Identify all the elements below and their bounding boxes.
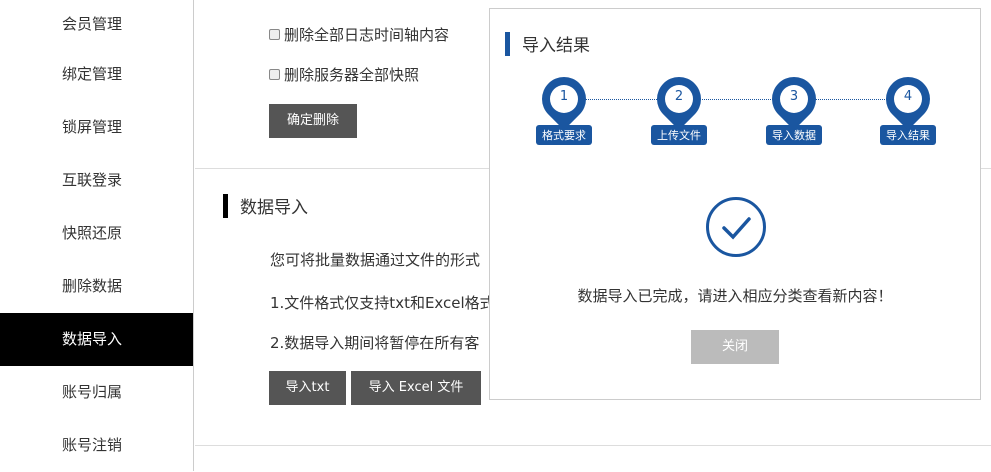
progress-steps: 1 格式要求 2 上传文件 3 导入数据 4 导入结果 <box>490 67 982 147</box>
step-label: 导入结果 <box>880 125 936 145</box>
import-rule-1: 1.文件格式仅支持txt和Excel格式 <box>270 294 495 312</box>
result-message: 数据导入已完成，请进入相应分类查看新内容！ <box>577 287 893 305</box>
delete-snapshots-checkbox[interactable]: 删除服务器全部快照 <box>269 64 419 85</box>
close-button[interactable]: 关闭 <box>691 330 779 364</box>
delete-timeline-checkbox[interactable]: 删除全部日志时间轴内容 <box>269 24 449 45</box>
divider <box>195 445 991 446</box>
sidebar-item-snapshot-restore[interactable]: 快照还原 <box>62 224 123 242</box>
import-rule-2: 2.数据导入期间将暂停在所有客 <box>270 334 480 352</box>
sidebar-item-connect-login[interactable]: 互联登录 <box>62 171 123 189</box>
step-3: 3 导入数据 <box>759 67 829 145</box>
step-connector <box>565 99 907 100</box>
sidebar-item-binding[interactable]: 绑定管理 <box>62 65 123 83</box>
step-2: 2 上传文件 <box>644 67 714 145</box>
dialog-title: 导入结果 <box>505 31 590 56</box>
title-accent-bar <box>223 193 228 218</box>
title-accent-bar <box>505 31 510 56</box>
step-4: 4 导入结果 <box>873 67 943 145</box>
sidebar-item-account-owner[interactable]: 账号归属 <box>62 383 123 401</box>
section-title: 数据导入 <box>223 193 308 218</box>
import-excel-button[interactable]: 导入 Excel 文件 <box>351 371 481 405</box>
sidebar: 会员管理 绑定管理 锁屏管理 互联登录 快照还原 删除数据 数据导入 账号归属 … <box>0 0 194 471</box>
step-number: 2 <box>674 89 684 104</box>
checkbox-label: 删除全部日志时间轴内容 <box>284 26 450 44</box>
import-description: 您可将批量数据通过文件的形式 <box>270 251 481 269</box>
sidebar-item-data-import[interactable]: 数据导入 <box>0 313 193 366</box>
main-content: 删除全部日志时间轴内容 删除服务器全部快照 确定删除 数据导入 您可将批量数据通… <box>195 0 991 471</box>
checkbox-icon[interactable] <box>269 29 280 40</box>
step-label: 格式要求 <box>536 125 592 145</box>
checkbox-label: 删除服务器全部快照 <box>284 66 420 84</box>
sidebar-item-delete-data[interactable]: 删除数据 <box>62 277 123 295</box>
section-title-text: 数据导入 <box>240 198 308 218</box>
step-number: 1 <box>559 89 569 104</box>
success-check-icon <box>706 197 766 257</box>
step-number: 3 <box>789 89 799 104</box>
sidebar-item-lockscreen[interactable]: 锁屏管理 <box>62 118 123 136</box>
import-txt-button[interactable]: 导入txt <box>269 371 346 405</box>
step-label: 导入数据 <box>766 125 822 145</box>
step-1: 1 格式要求 <box>529 67 599 145</box>
sidebar-item-account-cancel[interactable]: 账号注销 <box>62 436 123 454</box>
sidebar-item-members[interactable]: 会员管理 <box>62 15 123 33</box>
dialog-title-text: 导入结果 <box>522 36 590 56</box>
confirm-delete-button[interactable]: 确定删除 <box>269 104 357 138</box>
step-number: 4 <box>903 89 913 104</box>
step-label: 上传文件 <box>651 125 707 145</box>
checkbox-icon[interactable] <box>269 69 280 80</box>
import-result-dialog: 导入结果 1 格式要求 2 上传文件 3 导入数据 4 导入结果 数据导入已完成，请进入… <box>489 8 981 400</box>
